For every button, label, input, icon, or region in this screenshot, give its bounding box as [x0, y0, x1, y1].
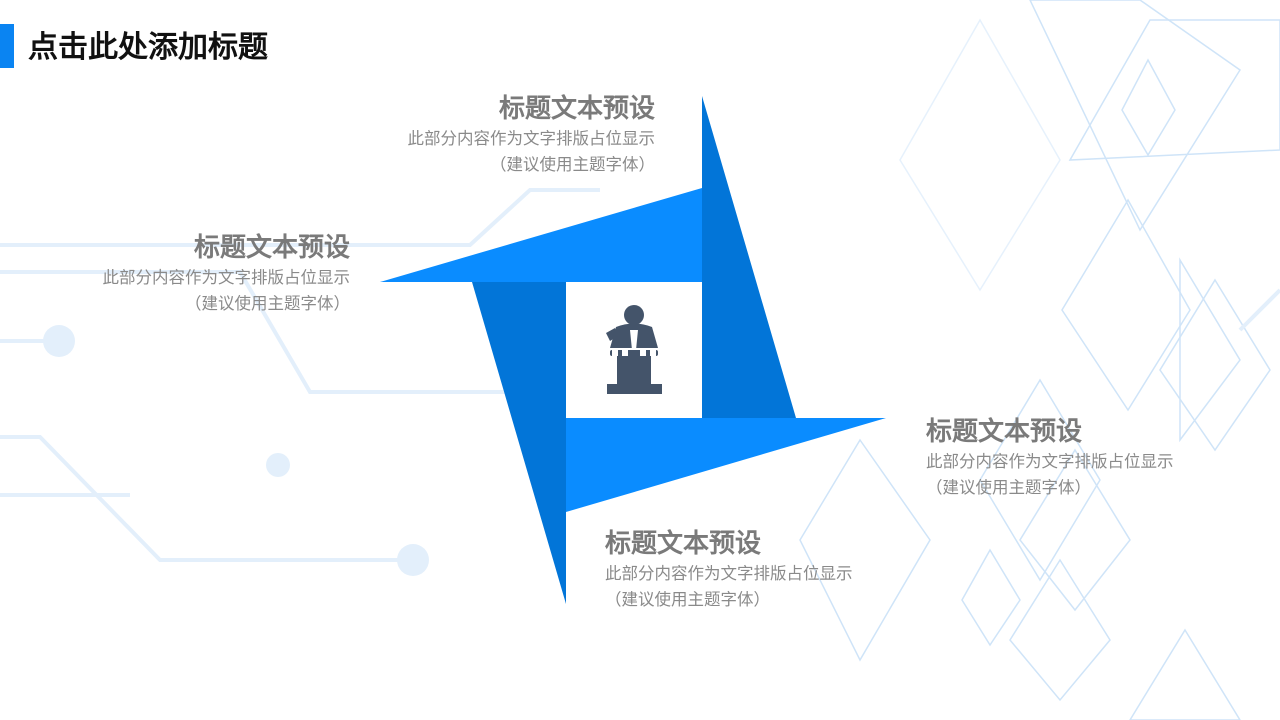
block-desc-line2[interactable]: （建议使用主题字体）	[185, 294, 350, 313]
blade-right-dark	[702, 96, 796, 418]
block-desc-line1[interactable]: 此部分内容作为文字排版占位显示	[926, 452, 1174, 471]
block-heading[interactable]: 标题文本预设	[605, 529, 762, 559]
block-heading[interactable]: 标题文本预设	[926, 417, 1083, 447]
block-heading[interactable]: 标题文本预设	[193, 233, 350, 263]
block-desc-line1[interactable]: 此部分内容作为文字排版占位显示	[407, 129, 656, 148]
block-desc-line2[interactable]: （建议使用主题字体）	[605, 590, 770, 609]
blade-top-light	[380, 188, 702, 282]
block-desc-line2[interactable]: （建议使用主题字体）	[490, 155, 655, 174]
block-desc-line1[interactable]: 此部分内容作为文字排版占位显示	[605, 564, 853, 583]
text-block-top: 标题文本预设 此部分内容作为文字排版占位显示 （建议使用主题字体）	[355, 92, 656, 178]
blade-left-dark	[472, 282, 566, 604]
blade-bottom-light	[566, 418, 886, 512]
text-block-left: 标题文本预设 此部分内容作为文字排版占位显示 （建议使用主题字体）	[50, 231, 351, 317]
text-block-right: 标题文本预设 此部分内容作为文字排版占位显示 （建议使用主题字体）	[926, 415, 1226, 501]
text-block-bottom: 标题文本预设 此部分内容作为文字排版占位显示 （建议使用主题字体）	[605, 527, 905, 613]
block-heading[interactable]: 标题文本预设	[498, 94, 655, 124]
slide-title[interactable]: 点击此处添加标题	[28, 30, 268, 65]
block-desc-line1[interactable]: 此部分内容作为文字排版占位显示	[102, 268, 351, 287]
title-accent-bar	[0, 24, 14, 68]
block-desc-line2[interactable]: （建议使用主题字体）	[926, 478, 1091, 497]
